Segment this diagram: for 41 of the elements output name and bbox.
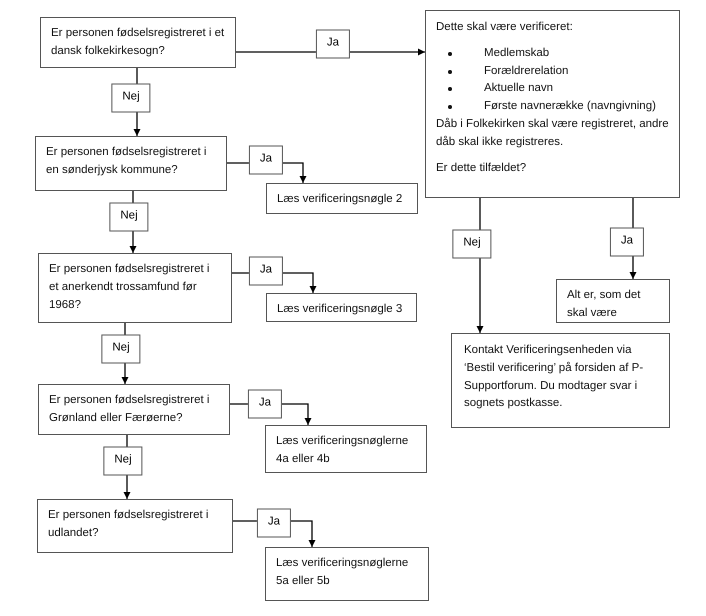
process-box [265, 425, 427, 473]
box-text: Er personen fødselsregistreret i udlandet? [48, 508, 210, 541]
edge-label: Ja [248, 390, 282, 418]
edge-label: Ja [248, 256, 284, 286]
edge-label: Ja [610, 228, 644, 256]
edge-label: Nej [109, 202, 149, 232]
process-box [266, 183, 418, 214]
box-text: Læs verificeringsnøgle 2 [277, 192, 404, 207]
edge-label: Nej [101, 334, 141, 364]
bullet-item: Medlemskab [446, 44, 669, 63]
process-box [38, 384, 230, 435]
edge-label: Ja [248, 146, 284, 174]
process-box [556, 279, 670, 323]
box-text: Læs verificeringsnøgle 3 [277, 302, 404, 317]
box-text: Er personen fødselsregistreret i en sønderjysk kommune? [46, 145, 208, 178]
box-text: Er dette tilfældet? [436, 160, 528, 176]
box-text: Er personen fødselsregistreret i et dansk folkekirkesogn? [51, 26, 225, 59]
box-text: Alt er, som det skal være [567, 288, 642, 321]
process-box [38, 253, 232, 323]
edge-label: Nej [111, 84, 151, 112]
process-box [35, 136, 227, 191]
edge-label: Nej [452, 230, 492, 258]
box-text: Er personen fødselsregistreret i et anerkendt trossamfund før 1968? [49, 262, 210, 313]
bullet-item: Første navnerække (navngivning) [446, 98, 669, 116]
edge-label: Ja [256, 508, 292, 538]
process-box [451, 333, 670, 428]
bullet-item: Aktuelle navn [446, 80, 669, 98]
box-text: Læs verificeringsnøglerne 5a eller 5b [276, 556, 410, 589]
process-box [40, 17, 236, 68]
process-box [425, 10, 680, 198]
process-box [37, 499, 233, 553]
box-text: Læs verificeringsnøglerne 4a eller 4b [276, 434, 410, 467]
process-box [265, 547, 429, 601]
box-text: Dette skal være verificeret: [436, 20, 574, 35]
box-text: Er personen fødselsregistreret i Grønland eller Færøerne? [49, 393, 210, 426]
edge-label: Ja [316, 30, 350, 58]
bullet-item: Forældrerelation [446, 62, 669, 80]
box-text: Kontakt Verificeringsenheden via ‘Bestil verificering’ på forsiden af P-Supportforum. Du modtager svar i sognets postkasse. [464, 343, 644, 412]
edge-label: Nej [103, 446, 143, 476]
box-text: Dåb i Folkekirken skal være registreret, andre dåb skal ikke registreres. [436, 116, 669, 150]
process-box [266, 293, 417, 322]
